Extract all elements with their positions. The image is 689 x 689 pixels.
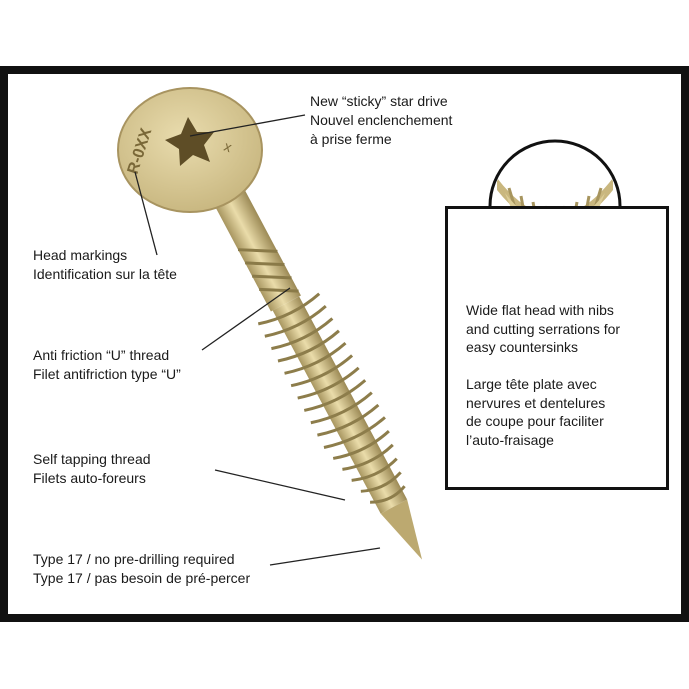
thread-ridge — [323, 416, 386, 449]
label-head-markings: Head markings Identification sur la tête — [33, 247, 177, 282]
leader-type17 — [269, 547, 381, 566]
thread-ridge — [370, 485, 406, 504]
info-english: Wide flat head with nibs and cutting ser… — [466, 302, 621, 355]
screw-threads — [257, 292, 406, 504]
thread-ridge — [264, 304, 327, 338]
thread-ridge — [284, 342, 347, 375]
screw-body — [214, 189, 423, 560]
leader-head-markings — [134, 171, 158, 256]
u-thread — [237, 248, 299, 293]
thread-ridge — [277, 329, 340, 363]
label-star-drive: New “sticky” star drive Nouvel enclenche… — [310, 93, 453, 147]
info-french: Large tête plate avec nervures et dentel… — [466, 376, 606, 448]
screw-tip — [380, 499, 423, 560]
thread-ridge — [271, 317, 334, 351]
leader-star-drive — [189, 114, 306, 137]
thread-ridge — [303, 379, 367, 412]
thread-ridge — [297, 366, 360, 400]
thread-ridge — [310, 391, 373, 425]
thread-ridge — [290, 354, 354, 388]
thread-ridge — [257, 292, 321, 326]
screw-core — [272, 296, 408, 514]
label-type17: Type 17 / no pre-drilling required Type … — [33, 551, 251, 586]
star-drive-recess — [165, 117, 214, 166]
thread-ridge — [342, 443, 394, 471]
thread-ridge — [317, 403, 380, 437]
leader-lines — [134, 114, 381, 566]
leader-self-tapping — [214, 469, 346, 501]
screw-head: R-0XX x — [117, 87, 263, 213]
thread-ridge — [360, 471, 402, 493]
head-description-box: Wide flat head with nibs and cutting ser… — [445, 206, 669, 490]
label-anti-friction: Anti friction “U” thread Filet antifrict… — [33, 347, 181, 382]
leader-anti-friction — [201, 287, 291, 351]
label-self-tapping: Self tapping thread Filets auto-foreurs — [33, 451, 151, 486]
thread-ridge — [351, 457, 398, 482]
thread-ridge — [332, 430, 390, 460]
